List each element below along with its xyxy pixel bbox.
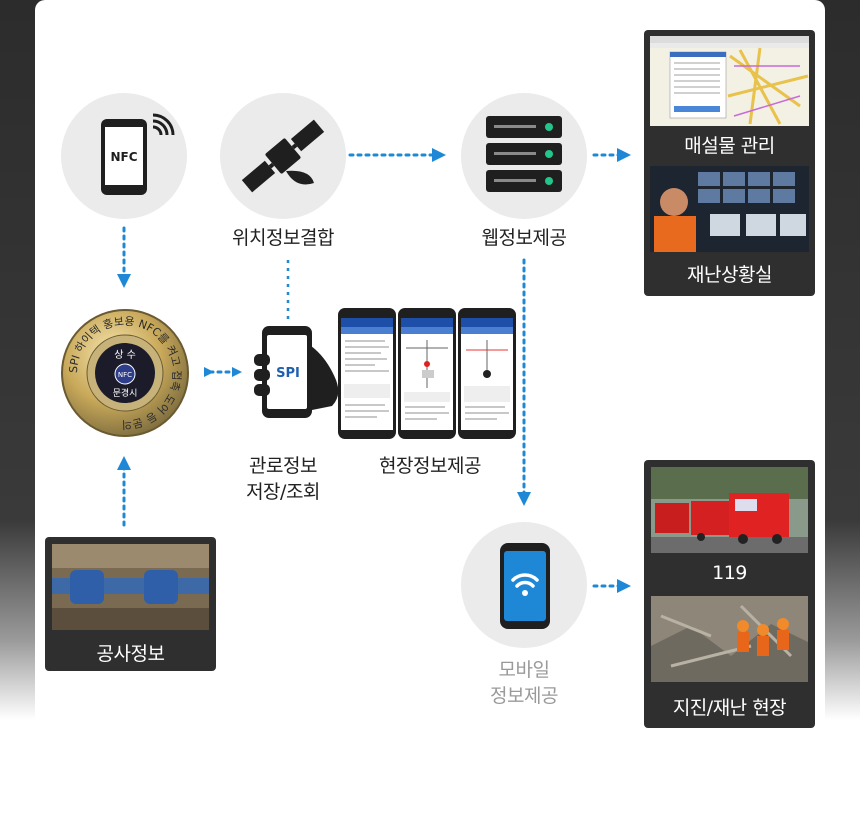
spi-text: SPI [276,366,300,381]
server-node [461,93,587,219]
emergency-site-panel: 119 지진/재난 현장 [644,460,815,728]
app-screen-1 [338,308,396,439]
satellite-icon [241,119,325,193]
phone-nfc-text: NFC [110,150,137,164]
field-app-screens [338,308,516,439]
spi-phone-hand-icon: SPI [254,326,339,418]
facility-disaster-panel: 매설물 관리 재난상황실 [644,30,815,296]
mobile-wifi-icon [500,543,550,629]
disaster-room-caption: 재난상황실 [687,264,772,286]
field-info-label: 현장정보제공 [379,455,481,477]
mobile-label-2: 정보제공 [490,685,558,707]
pipe-info-label-2: 저장/조회 [246,481,320,503]
emergency-caption: 119 [712,562,747,584]
tag-center-text: NFC [118,371,132,379]
site-caption: 지진/재난 현장 [672,697,787,719]
fire-truck-photo [651,467,808,553]
facility-caption: 매설물 관리 [684,135,775,157]
pipe-info-label-1: 관로정보 [249,455,317,477]
tag-bottom-text: 문경시 [113,387,138,399]
construction-panel: 공사정보 [45,537,216,671]
location-label: 위치정보결합 [232,227,334,249]
tag-top-text: 상 수 [114,349,136,361]
nfc-phone-node: NFC [61,93,187,219]
mobile-label-1: 모바일 [498,659,550,681]
app-screen-3 [458,308,516,439]
web-info-label: 웹정보제공 [481,227,567,249]
server-icon [486,116,562,192]
construction-caption: 공사정보 [96,643,165,665]
facility-map-screenshot [650,36,809,126]
disaster-site-photo [651,596,808,682]
app-screen-2 [398,308,456,439]
satellite-node [220,93,346,219]
nfc-phone-icon: NFC [101,113,175,195]
nfc-tag-icon: SPI 하이텍 홍보용 NFC를 켜고 접촉 도어 등 문의 상 수 NFC 문… [61,309,189,437]
disaster-room-photo [650,166,809,252]
mobile-node [461,522,587,648]
construction-photo [52,544,209,630]
